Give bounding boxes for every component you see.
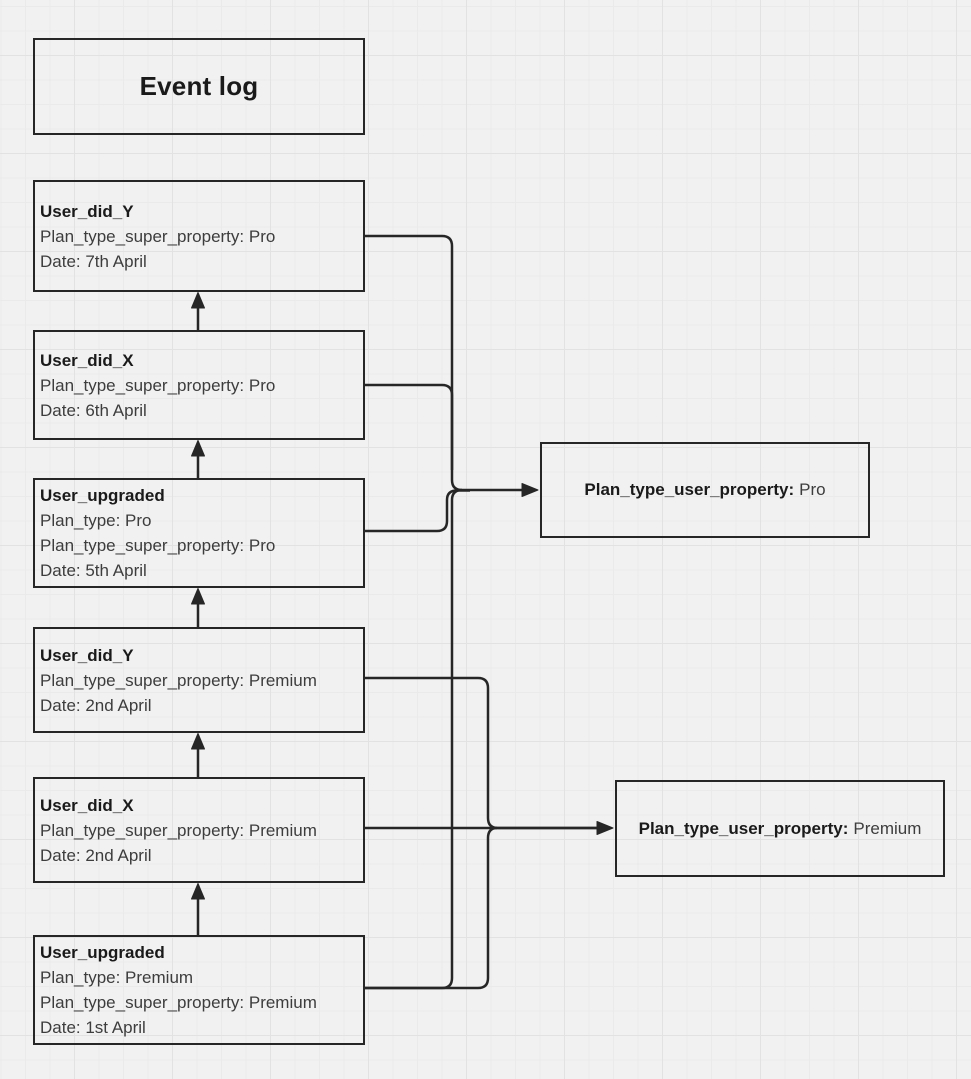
event-box-user-did-y-premium: User_did_Y Plan_type_super_property: Pre… (33, 627, 365, 733)
event-box-user-did-y-pro: User_did_Y Plan_type_super_property: Pro… (33, 180, 365, 292)
user-property-label: Plan_type_user_property: (638, 818, 849, 838)
chain-arrow-up-icon (191, 292, 205, 309)
event-box-user-upgraded-pro: User_upgraded Plan_type: Pro Plan_type_s… (33, 478, 365, 588)
event-super-property: Plan_type_super_property: Pro (40, 375, 276, 395)
event-name: User_did_X (40, 795, 134, 815)
chain-arrow-up-icon (191, 440, 205, 457)
event-box-user-did-x-pro: User_did_X Plan_type_super_property: Pro… (33, 330, 365, 440)
connector-upgraded-premium-to-premium (365, 826, 498, 990)
event-super-property: Plan_type_super_property: Premium (40, 993, 317, 1012)
event-plan-type: Plan_type: Pro (40, 511, 152, 530)
arrowhead-right-premium-icon (596, 821, 614, 835)
user-property-box-pro: Plan_type_user_property: Pro (540, 442, 870, 538)
user-property-value: Premium (853, 818, 922, 838)
chain-arrow-up-icon (191, 733, 205, 750)
event-super-property: Plan_type_super_property: Premium (40, 670, 317, 690)
event-date: Date: 2nd April (40, 845, 152, 865)
event-plan-type: Plan_type: Premium (40, 968, 194, 987)
arrowhead-right-pro-icon (521, 483, 539, 497)
connector-did-y-premium-to-premium (365, 676, 597, 830)
event-name: User_upgraded (40, 486, 165, 505)
connector-upgraded-premium-to-pro-trunk (365, 488, 463, 990)
event-log-title-box: Event log (33, 38, 365, 135)
event-name: User_did_Y (40, 201, 134, 221)
event-super-property: Plan_type_super_property: Pro (40, 536, 276, 555)
chain-arrow-up-icon (191, 883, 205, 900)
event-name: User_did_X (40, 350, 134, 370)
user-property-label: Plan_type_user_property: (584, 480, 795, 499)
event-date: Date: 7th April (40, 251, 147, 271)
event-super-property: Plan_type_super_property: Premium (40, 820, 317, 840)
event-date: Date: 5th April (40, 561, 147, 580)
event-super-property: Plan_type_super_property: Pro (40, 226, 276, 246)
connector-did-y-pro-to-pro (365, 234, 522, 492)
page-title: Event log (139, 71, 259, 101)
user-property-value: Pro (799, 480, 826, 499)
event-date: Date: 2nd April (40, 695, 152, 715)
event-box-user-upgraded-premium: User_upgraded Plan_type: Premium Plan_ty… (33, 935, 365, 1045)
connector-upgraded-pro-to-pro (365, 489, 470, 533)
chain-arrow-up-icon (191, 588, 205, 605)
user-property-box-premium: Plan_type_user_property: Premium (615, 780, 945, 877)
event-name: User_did_Y (40, 645, 134, 665)
connector-did-x-pro-to-pro (365, 383, 454, 470)
event-box-user-did-x-premium: User_did_X Plan_type_super_property: Pre… (33, 777, 365, 883)
event-name: User_upgraded (40, 943, 165, 962)
event-date: Date: 1st April (40, 1018, 146, 1037)
event-date: Date: 6th April (40, 400, 147, 420)
